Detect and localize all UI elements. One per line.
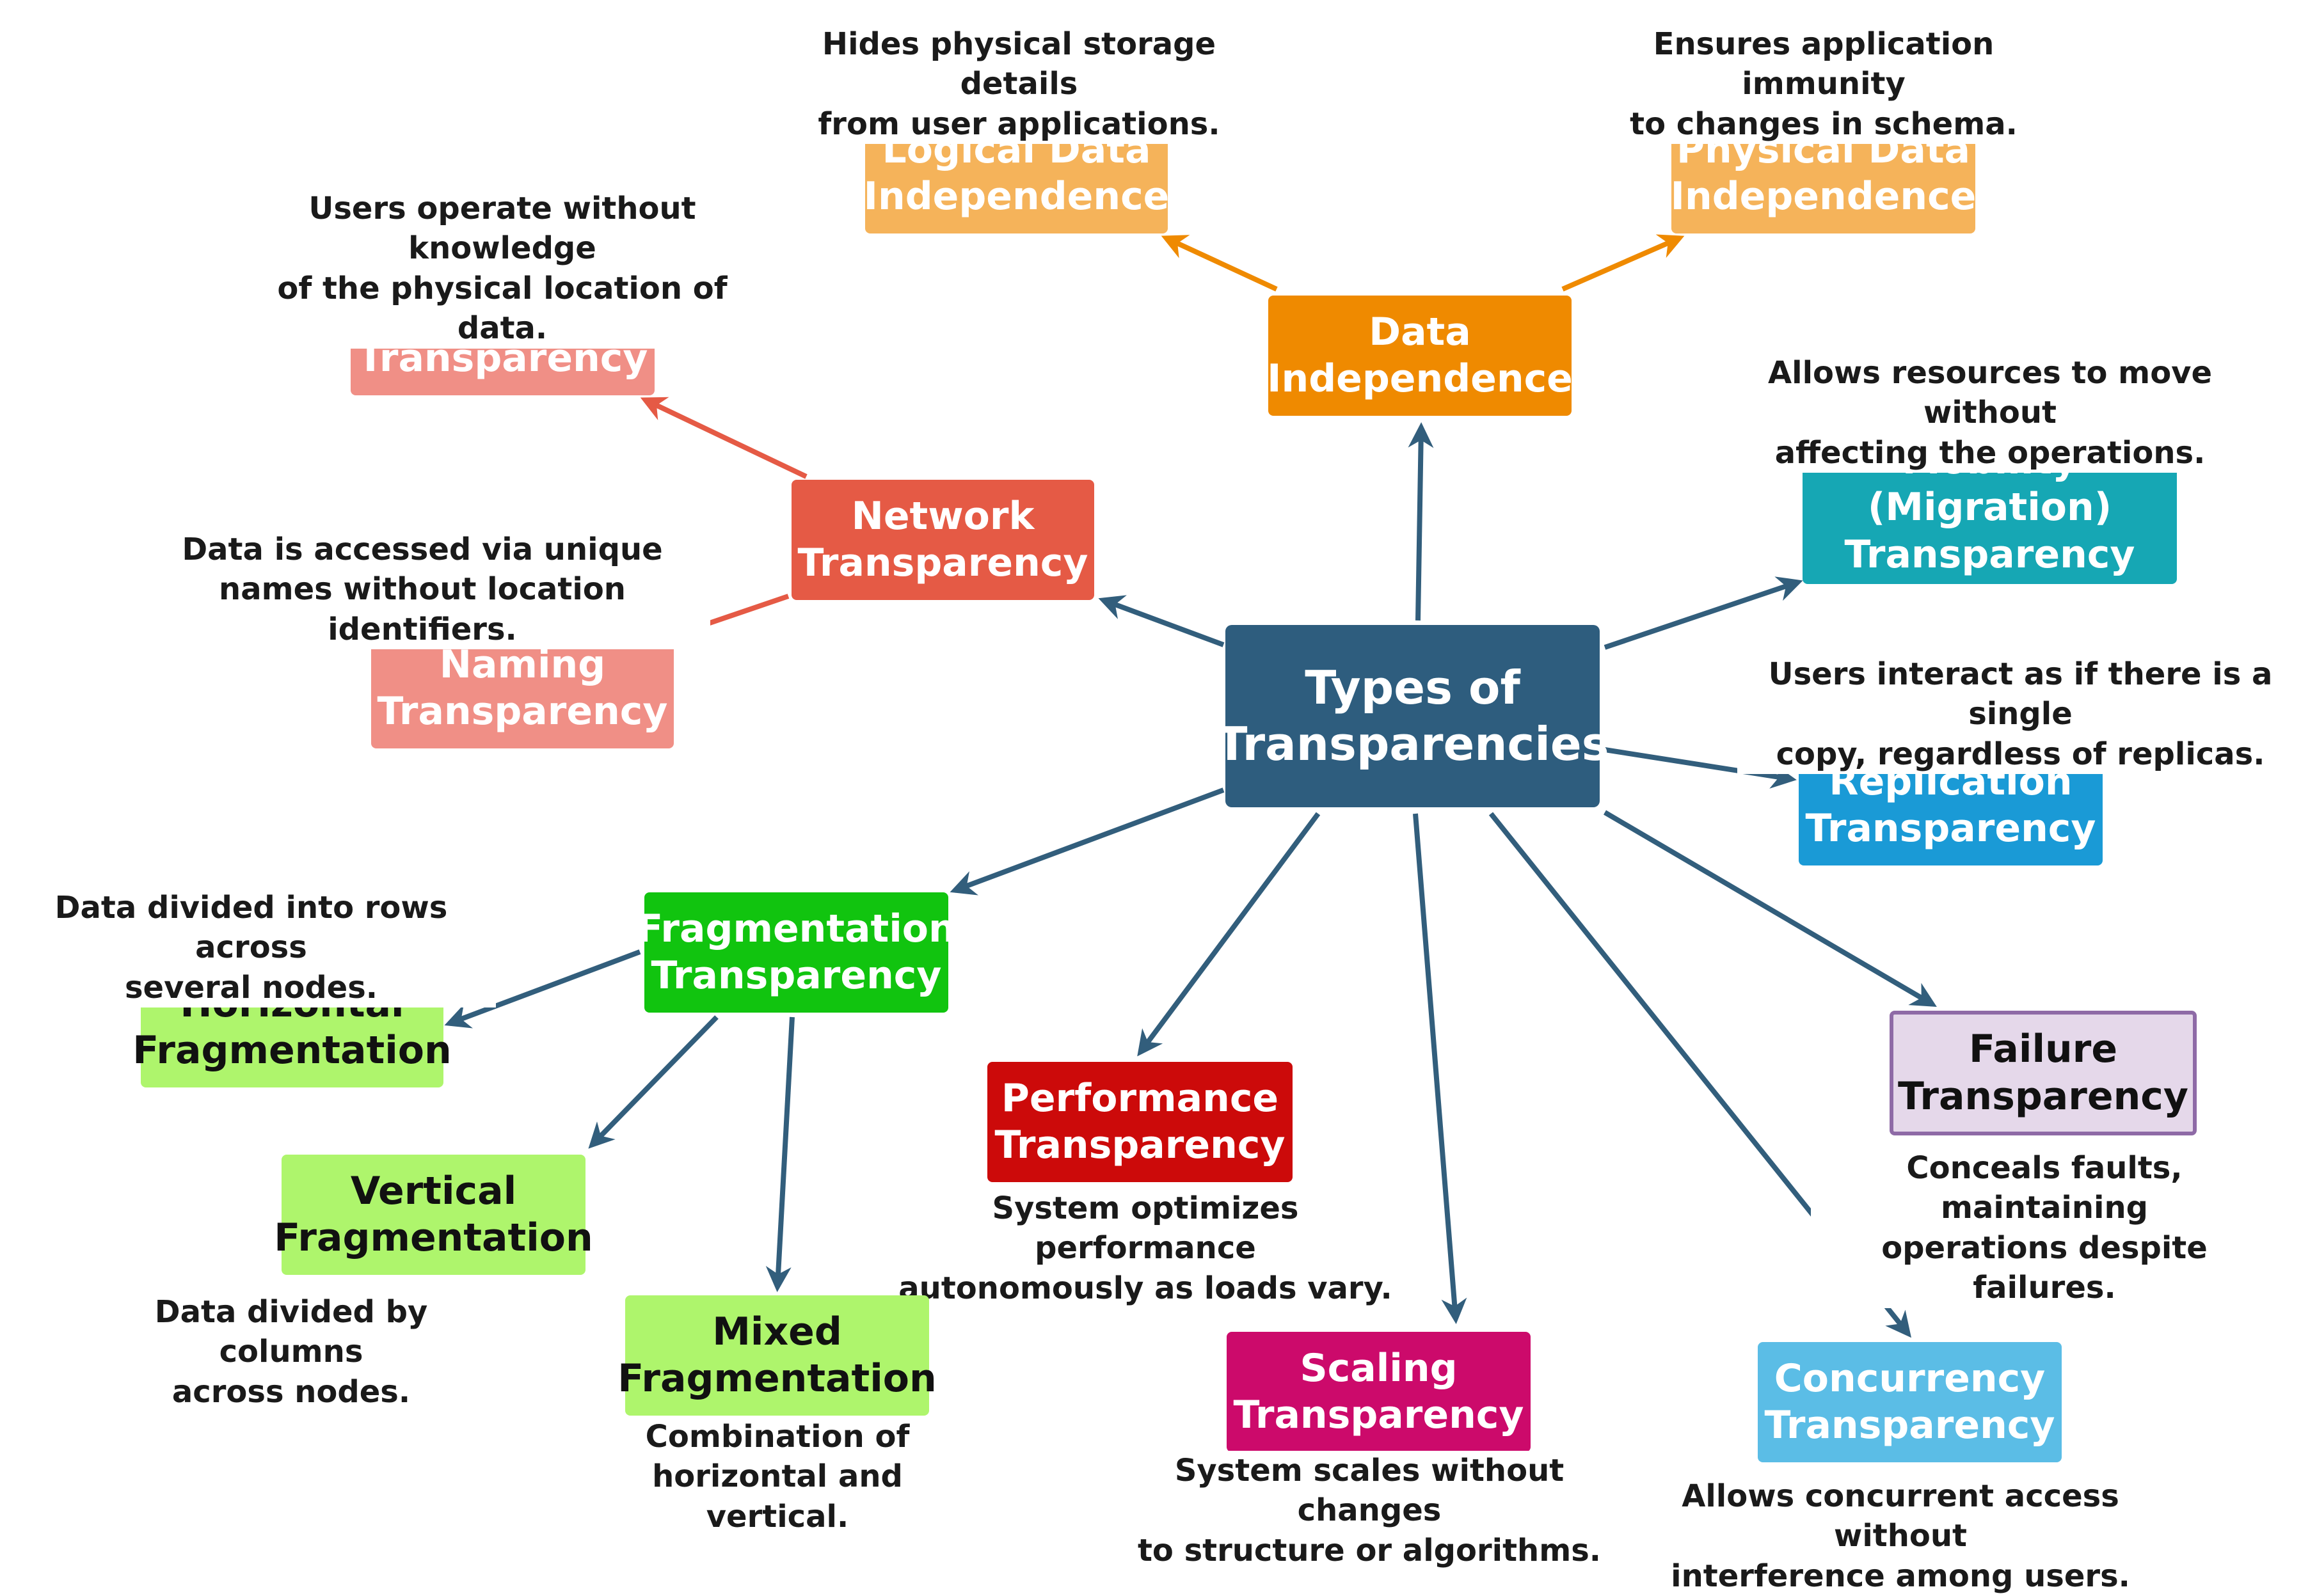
node-scaling-transparency: Scaling Transparency bbox=[1227, 1332, 1531, 1452]
note-location-transparency: Users operate without knowledge of the p… bbox=[227, 189, 777, 349]
note-physical-data-independence: Ensures application immunity to changes … bbox=[1580, 24, 2067, 145]
note-logical-data-independence: Hides physical storage details from user… bbox=[774, 24, 1264, 145]
arrow-to-physical bbox=[1561, 234, 1685, 292]
note-mobility-transparency: Allows resources to move without affecti… bbox=[1705, 353, 2275, 473]
node-performance-transparency: Performance Transparency bbox=[987, 1062, 1293, 1182]
arrow-to-mobility bbox=[1604, 576, 1803, 650]
arrow-to-data-independence bbox=[1408, 422, 1434, 621]
note-replication-transparency: Users interact as if there is a single c… bbox=[1737, 654, 2304, 775]
note-failure-transparency: Conceals faults, maintaining operations … bbox=[1811, 1148, 2278, 1308]
note-concurrency-transparency: Allows concurrent access without interfe… bbox=[1628, 1476, 2172, 1596]
arrow-to-performance bbox=[1137, 812, 1321, 1057]
arrow-to-horizontal bbox=[444, 949, 641, 1029]
arrow-to-network bbox=[1098, 595, 1225, 647]
arrow-to-failure bbox=[1603, 810, 1937, 1007]
arrow-to-fragmentation bbox=[950, 787, 1225, 896]
node-failure-transparency: Failure Transparency bbox=[1890, 1011, 2197, 1135]
arrow-to-scaling bbox=[1413, 813, 1467, 1324]
node-network-transparency: Network Transparency bbox=[792, 480, 1094, 600]
arrow-to-logical bbox=[1161, 235, 1278, 292]
node-mixed-fragmentation: Mixed Fragmentation bbox=[617, 1295, 937, 1416]
center-node-types-of-transparencies: Types of Transparencies bbox=[1216, 625, 1609, 807]
node-fragmentation-transparency: Fragmentation Transparency bbox=[637, 892, 956, 1013]
note-performance-transparency: System optimizes performance autonomousl… bbox=[889, 1189, 1401, 1309]
arrow-to-mixed bbox=[765, 1016, 795, 1292]
note-naming-transparency: Data is accessed via unique names withou… bbox=[134, 530, 710, 650]
note-vertical-fragmentation: Data divided by columns across nodes. bbox=[83, 1292, 499, 1412]
arrow-to-location bbox=[640, 397, 808, 479]
arrow-to-replication bbox=[1604, 747, 1797, 789]
note-mixed-fragmentation: Combination of horizontal and vertical. bbox=[576, 1417, 979, 1537]
node-vertical-fragmentation: Vertical Fragmentation bbox=[274, 1155, 593, 1275]
note-horizontal-fragmentation: Data divided into rows across several no… bbox=[6, 888, 496, 1008]
note-scaling-transparency: System scales without changes to structu… bbox=[1117, 1451, 1622, 1571]
node-concurrency-transparency: Concurrency Transparency bbox=[1758, 1342, 2062, 1462]
node-data-independence: Data Independence bbox=[1267, 296, 1573, 416]
arrow-to-vertical bbox=[588, 1015, 719, 1149]
